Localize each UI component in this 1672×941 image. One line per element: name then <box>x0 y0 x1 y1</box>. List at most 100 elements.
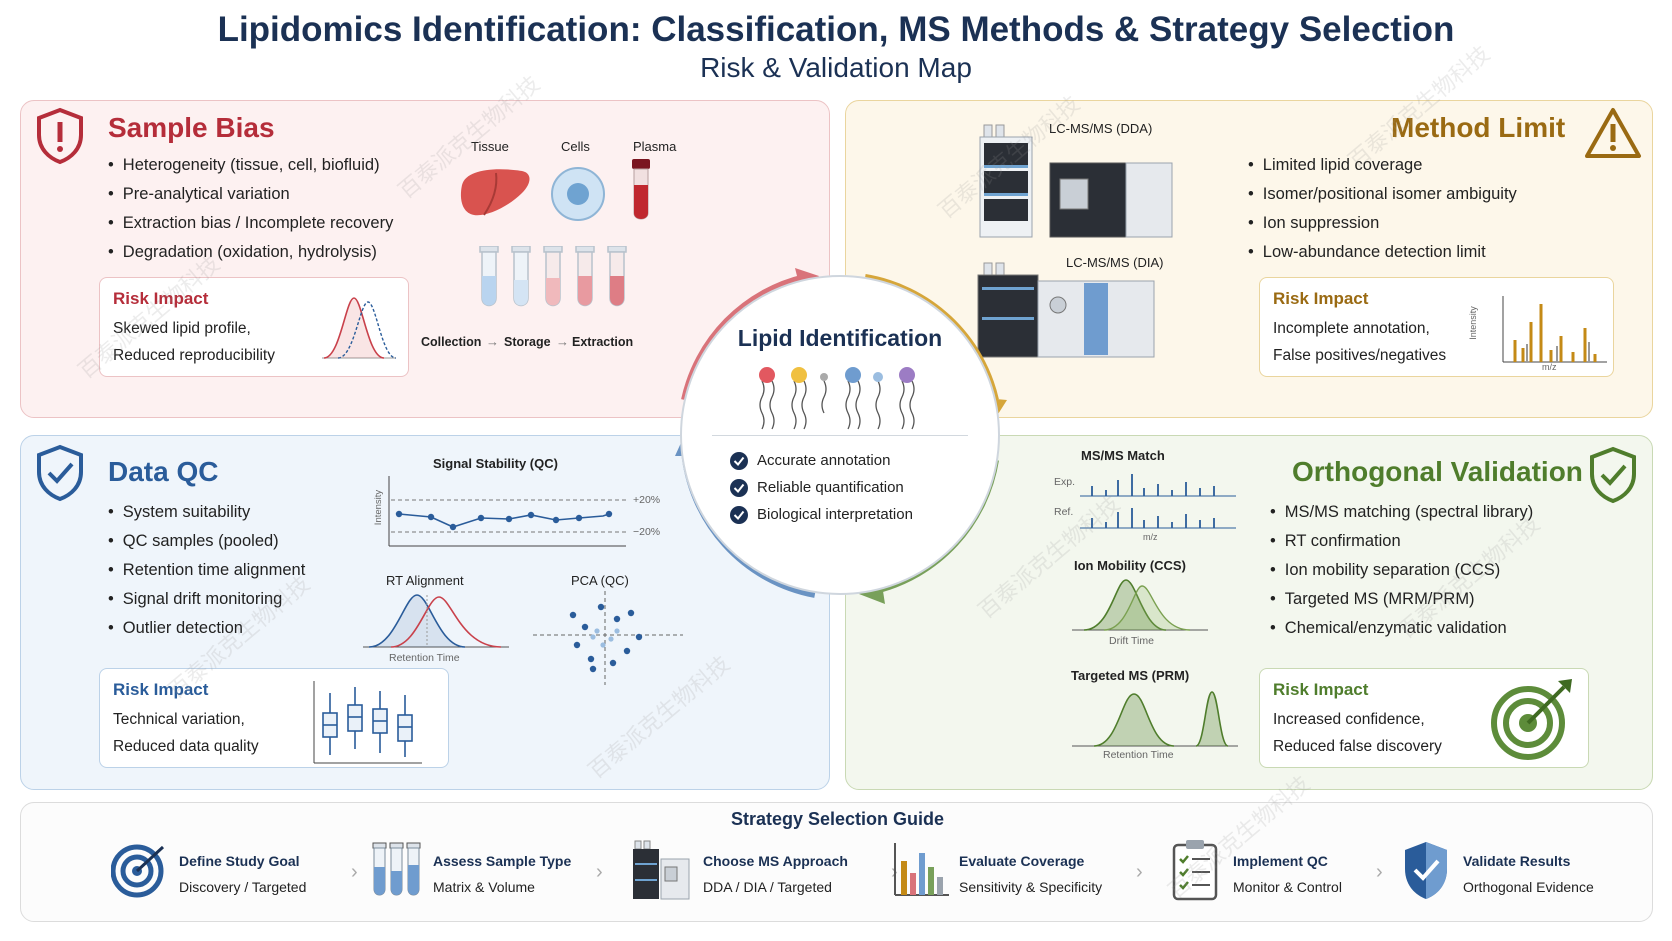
warning-shield-icon <box>37 107 83 165</box>
source-plasma-label: Plasma <box>633 139 677 154</box>
lc-ms-dia-instrument-icon <box>977 262 1155 358</box>
check-label: Biological interpretation <box>757 506 913 523</box>
chevron-right-icon: › <box>596 861 603 883</box>
orthogonal-bullets: MS/MS matching (spectral library) RT con… <box>1270 498 1533 643</box>
bullet-item: MS/MS matching (spectral library) <box>1270 498 1533 527</box>
data-qc-panel: Data QC System suitability QC samples (p… <box>20 435 830 790</box>
target-icon <box>1491 679 1572 760</box>
guide-step-title: Choose MS Approach <box>703 853 848 869</box>
chevron-right-icon: › <box>1136 861 1143 883</box>
data-qc-bullets: System suitability QC samples (pooled) R… <box>108 498 306 643</box>
guide-step-title: Define Study Goal <box>179 853 300 869</box>
liver-icon <box>460 169 530 216</box>
signal-stability-chart <box>388 476 626 547</box>
risk-title: Risk Impact <box>113 680 209 699</box>
workflow-collection-label: Collection <box>421 335 482 349</box>
workflow-extraction-label: Extraction <box>572 335 634 349</box>
ion-mobility-xlabel: Drift Time <box>1109 635 1154 647</box>
check-circle-icon <box>730 478 748 497</box>
msms-ref-label: Ref. <box>1054 506 1074 518</box>
bullet-item: Isomer/positional isomer ambiguity <box>1248 180 1517 209</box>
sample-bias-bullets: Heterogeneity (tissue, cell, biofluid) P… <box>108 151 394 267</box>
rt-alignment-chart <box>363 594 509 648</box>
bullet-item: Targeted MS (MRM/PRM) <box>1270 585 1533 614</box>
check-item: Reliable quantification <box>730 474 913 501</box>
spectrum-ylabel: Intensity <box>1467 306 1478 340</box>
bullet-item: Heterogeneity (tissue, cell, biofluid) <box>108 151 393 180</box>
guide-step-sub: Orthogonal Evidence <box>1463 879 1594 895</box>
method-limit-bullets: Limited lipid coverage Isomer/positional… <box>1248 151 1517 267</box>
msms-match-title: MS/MS Match <box>1081 448 1165 463</box>
shifted-peaks-chart <box>322 297 397 359</box>
method-limit-title: Method Limit <box>1391 112 1566 143</box>
risk-line: Reduced false discovery <box>1273 738 1442 755</box>
workflow-storage-label: Storage <box>504 335 551 349</box>
data-qc-title: Data QC <box>108 456 219 487</box>
pca-title: PCA (QC) <box>571 573 629 588</box>
sample-tubes-icon <box>479 246 627 307</box>
method-limit-panel: Method Limit LC-MS/MS (DDA) LC-MS/MS (DI… <box>845 100 1653 418</box>
source-cells-label: Cells <box>561 139 590 154</box>
risk-line: Incomplete annotation, <box>1273 320 1430 337</box>
chevron-right-icon: › <box>351 861 358 883</box>
guide-step-title: Implement QC <box>1233 853 1328 869</box>
prm-xlabel: Retention Time <box>1103 749 1174 761</box>
guide-title: Strategy Selection Guide <box>730 809 945 829</box>
data-qc-risk-box: Risk Impact Technical variation, Reduced… <box>99 668 449 768</box>
risk-title: Risk Impact <box>1273 289 1369 308</box>
bar-chart-icon <box>894 843 949 896</box>
ion-mobility-chart <box>1072 579 1208 631</box>
center-title: Lipid Identification <box>737 325 943 351</box>
sample-bias-title: Sample Bias <box>108 112 275 143</box>
lipid-molecules-icon <box>759 367 915 430</box>
guide-step-sub: Sensitivity & Specificity <box>959 879 1103 895</box>
check-circle-icon <box>730 505 748 524</box>
bullet-item: Retention time alignment <box>108 556 306 585</box>
center-divider <box>712 435 968 436</box>
workflow-arrow: → <box>486 334 499 349</box>
guide-step-title: Evaluate Coverage <box>959 853 1085 869</box>
check-label: Accurate annotation <box>757 452 891 469</box>
msms-match-chart <box>1080 474 1236 529</box>
orthogonal-validation-title: Orthogonal Validation <box>1292 456 1583 487</box>
guide-step-sub: DDA / DIA / Targeted <box>703 879 832 895</box>
instrument-dda-label: LC-MS/MS (DDA) <box>1049 121 1153 136</box>
prm-chart <box>1072 691 1238 747</box>
risk-line: False positives/negatives <box>1273 347 1447 364</box>
signal-stability-title: Signal Stability (QC) <box>433 456 558 471</box>
check-item: Accurate annotation <box>730 447 913 474</box>
shield-check-icon <box>1590 446 1636 504</box>
check-circle-icon <box>730 451 748 470</box>
guide-step-title: Assess Sample Type <box>433 853 572 869</box>
pca-chart <box>533 591 683 685</box>
page-title: Lipidomics Identification: Classificatio… <box>217 10 1455 49</box>
risk-line: Technical variation, <box>113 711 245 728</box>
bullet-item: Degradation (oxidation, hydrolysis) <box>108 238 393 267</box>
spectrum-xlabel: m/z <box>1542 362 1557 372</box>
prm-title: Targeted MS (PRM) <box>1071 668 1190 683</box>
source-tissue-label: Tissue <box>471 139 509 154</box>
page-subtitle: Risk & Validation Map <box>700 52 972 83</box>
sample-bias-panel: Sample Bias Heterogeneity (tissue, cell,… <box>20 100 830 418</box>
lc-ms-dda-instrument-icon <box>979 124 1173 238</box>
msms-exp-label: Exp. <box>1054 476 1076 488</box>
orthogonal-risk-box: Risk Impact Increased confidence, Reduce… <box>1259 668 1589 768</box>
spectrum-chart <box>1502 296 1607 363</box>
bullet-item: Outlier detection <box>108 614 305 643</box>
risk-line: Reduced reproducibility <box>113 347 275 364</box>
bullet-item: Chemical/enzymatic validation <box>1270 614 1533 643</box>
risk-title: Risk Impact <box>113 289 209 308</box>
lipid-identification-circle: Lipid Identification Accurate annotation… <box>680 275 1000 595</box>
bullet-item: Ion suppression <box>1248 209 1517 238</box>
risk-line: Increased confidence, <box>1273 711 1425 728</box>
bullet-item: Extraction bias / Incomplete recovery <box>108 209 394 238</box>
clipboard-check-icon <box>1172 840 1218 901</box>
bullet-item: RT confirmation <box>1270 527 1533 556</box>
target-icon <box>111 844 165 898</box>
rt-alignment-xlabel: Retention Time <box>389 652 460 664</box>
warning-triangle-icon <box>1585 108 1641 158</box>
bullet-item: System suitability <box>108 498 305 527</box>
plasma-tube-icon <box>632 159 650 220</box>
boxplot-chart <box>313 681 422 764</box>
center-checklist: Accurate annotation Reliable quantificat… <box>730 447 913 528</box>
